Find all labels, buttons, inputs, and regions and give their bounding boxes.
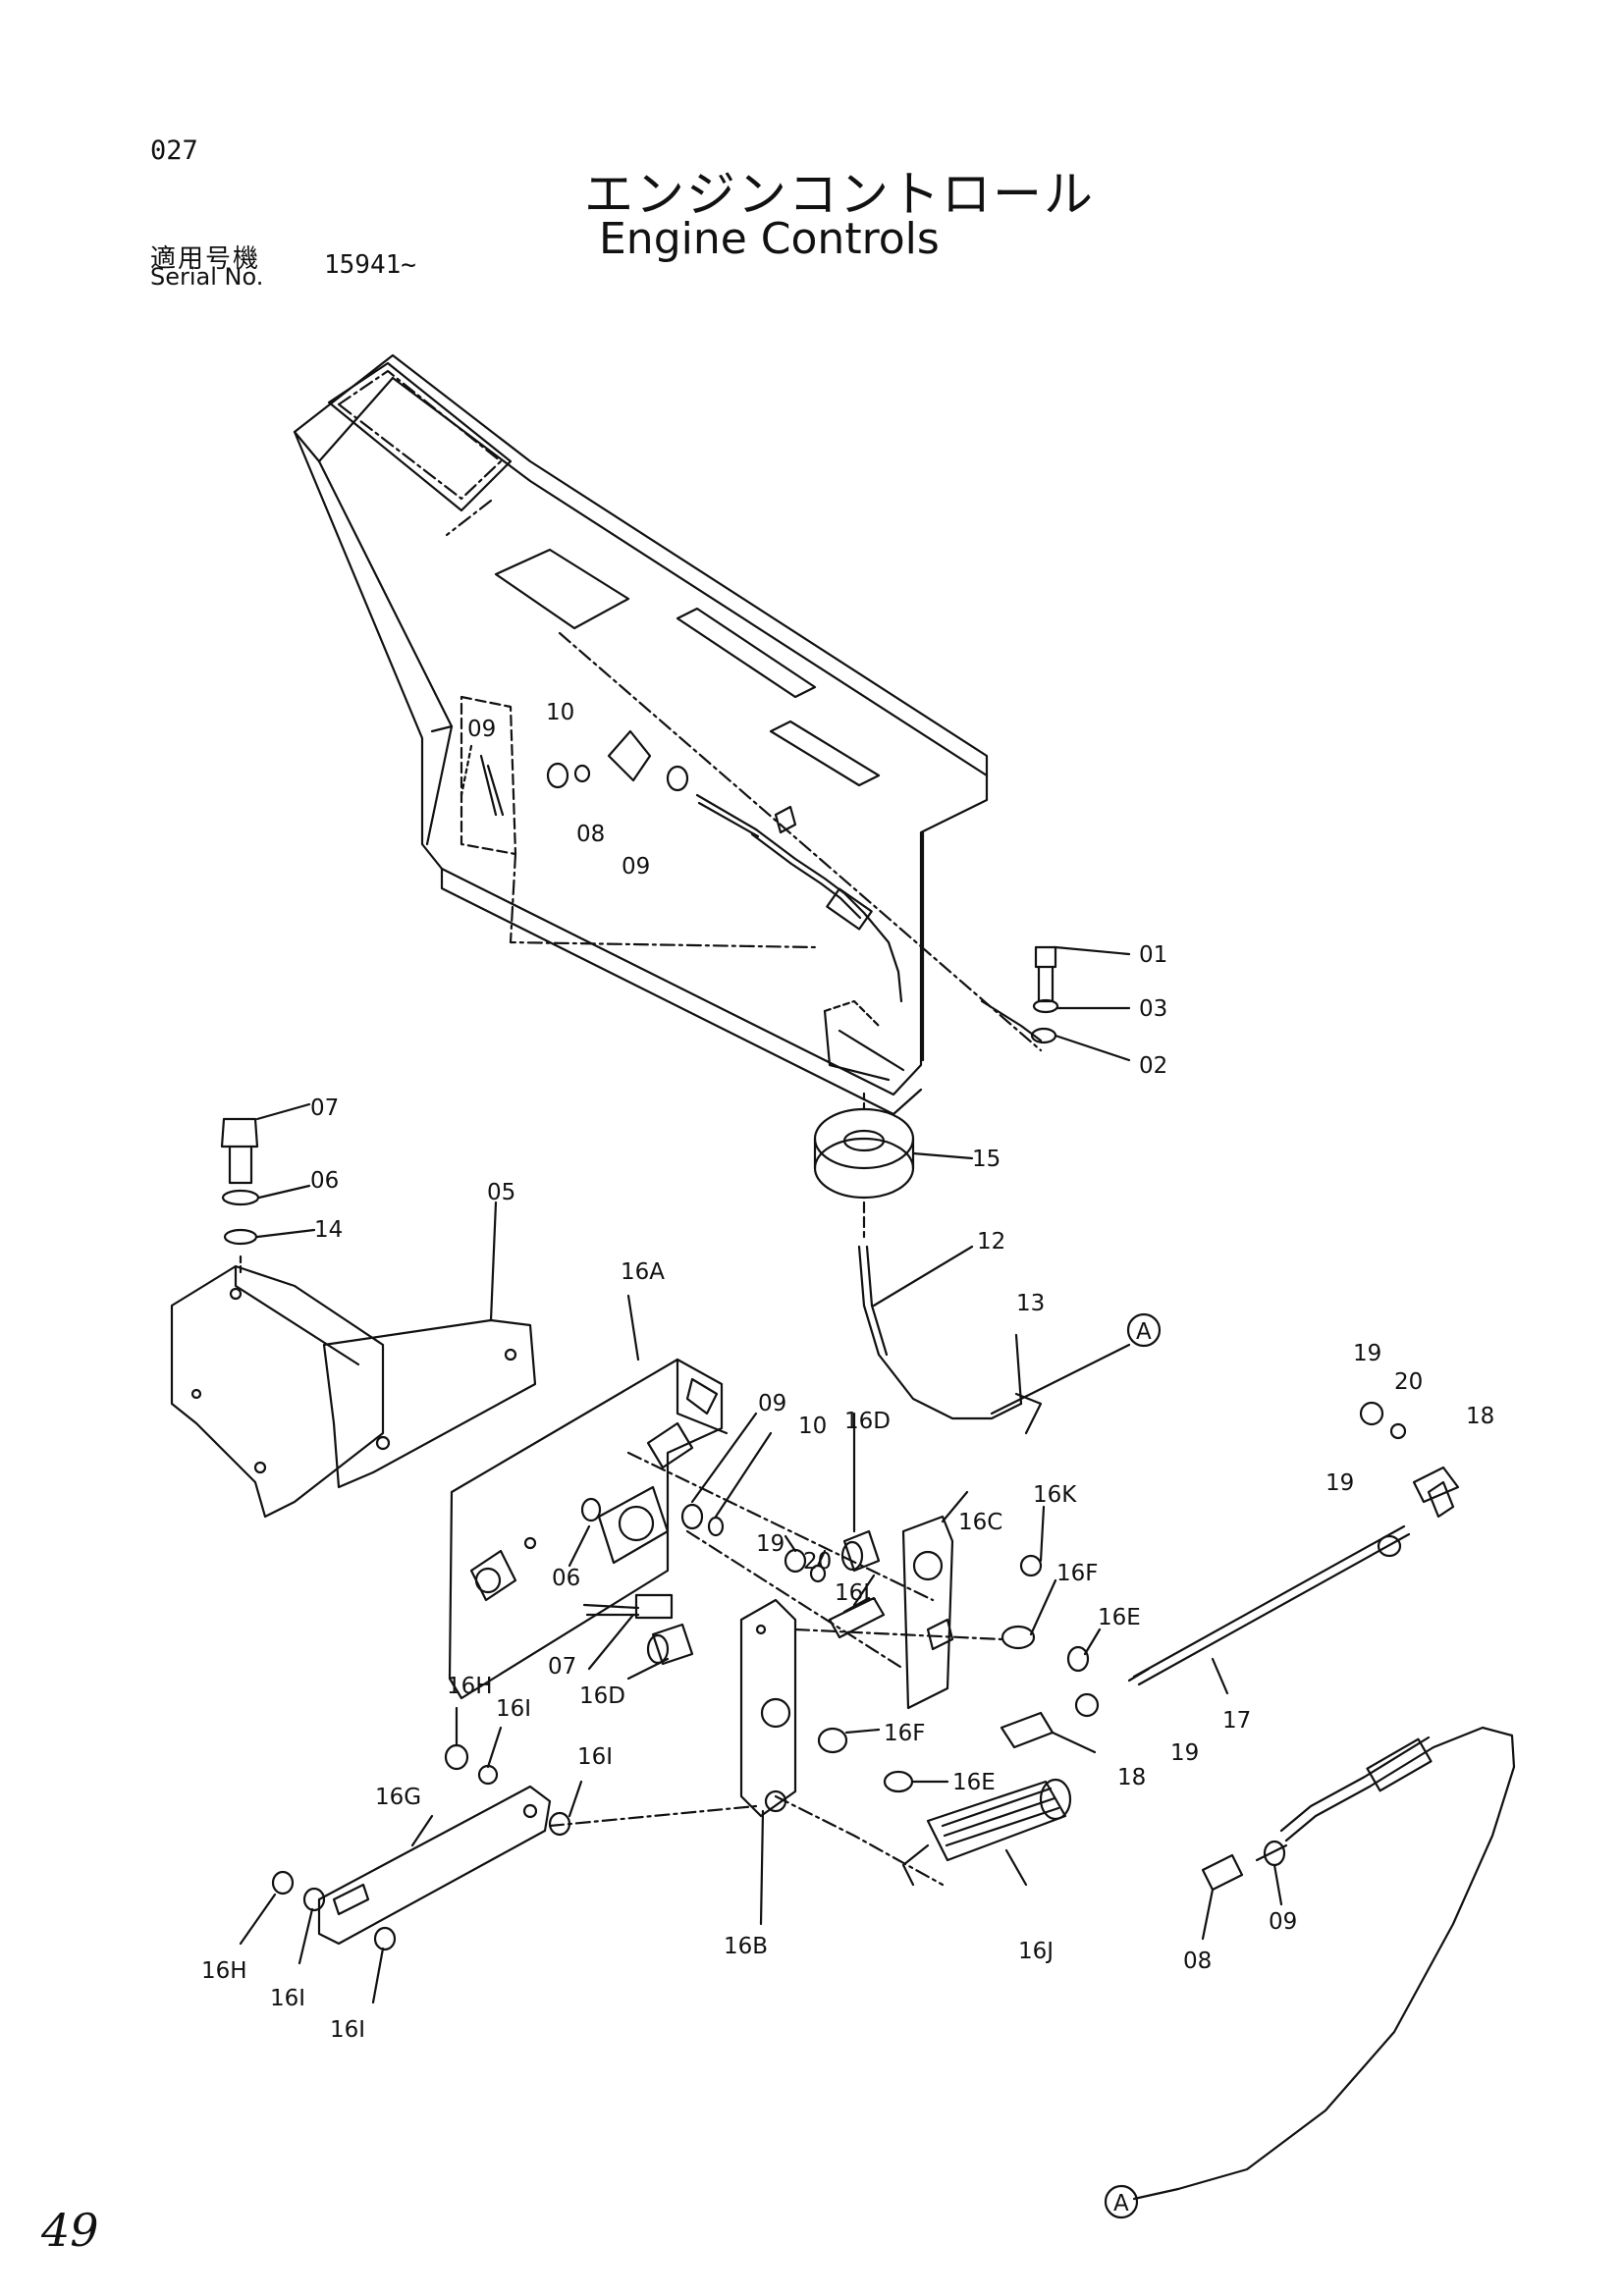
part-label: 02 [1139, 1053, 1167, 1079]
part-label: 16D [579, 1683, 625, 1709]
part-label: 16I [330, 2017, 365, 2043]
part-label: 20 [803, 1549, 832, 1575]
part-label: 07 [310, 1095, 339, 1121]
serial-label-japanese: 適用号機 [150, 244, 261, 274]
part-label: 16K [1033, 1482, 1077, 1508]
control-rod [1000, 1401, 1460, 1754]
page-number: 49 [41, 2204, 99, 2257]
part-label: 03 [1139, 996, 1167, 1022]
part-label: 16L [835, 1580, 876, 1606]
lever-16b [739, 1598, 945, 1926]
part-label: 14 [314, 1217, 343, 1243]
washers-16f-16e [817, 1727, 949, 1793]
spacers-16d [626, 1412, 881, 1681]
part-label: 08 [1183, 1949, 1212, 1974]
part-label: 16A [621, 1259, 665, 1285]
part-label: 16F [1056, 1561, 1099, 1586]
part-label: 15 [972, 1147, 1001, 1172]
callout-a-lower-label: A [1113, 2191, 1129, 2216]
part-label: 10 [546, 700, 574, 725]
part-label: 09 [467, 717, 496, 742]
part-label: 18 [1466, 1404, 1494, 1429]
part-label: 07 [548, 1654, 576, 1680]
part-label: 09 [758, 1391, 786, 1416]
part-label: 16C [958, 1510, 1002, 1535]
part-label: 01 [1139, 942, 1167, 968]
part-label: 19 [1353, 1341, 1381, 1366]
part-label: 17 [1222, 1708, 1251, 1734]
part-label: 09 [1269, 1909, 1297, 1935]
part-label: 19 [1325, 1470, 1354, 1496]
part-label: 16I [270, 1986, 305, 2011]
callout-a-upper-label: A [1136, 1319, 1152, 1345]
page-code: 027 [150, 135, 198, 166]
callout-a-upper [1126, 1312, 1162, 1348]
bracket-16c [793, 1490, 1102, 1710]
control-console-housing [293, 353, 1043, 1116]
callout-a-lower [1104, 2184, 1139, 2219]
left-bolt-group [220, 1102, 316, 1278]
part-label: 16G [375, 1785, 421, 1810]
part-label: 16J [1018, 1939, 1054, 1964]
page-title-japanese: エンジンコントロール [584, 166, 1095, 223]
part-label: 09 [622, 854, 650, 880]
part-label: 18 [1117, 1765, 1146, 1790]
part-label: 16F [884, 1721, 926, 1746]
page-title: Engine Controls [599, 214, 940, 264]
part-label: 05 [487, 1180, 515, 1205]
part-label: 06 [552, 1566, 580, 1591]
upper-right-bolt-group [1030, 945, 1131, 1062]
console-cable-parts [546, 729, 903, 1003]
part-label: 13 [1016, 1291, 1045, 1316]
serial-label: Serial No. [150, 263, 264, 291]
part-label: 16D [844, 1409, 891, 1434]
center-fasteners [784, 1534, 886, 1639]
part-label: 16I [496, 1696, 531, 1722]
part-label: 16H [447, 1674, 493, 1699]
part-label: 19 [1170, 1740, 1199, 1766]
serial-value: 15941~ [324, 250, 416, 280]
link-16g [239, 1706, 758, 2004]
cover-plate [170, 1201, 537, 1519]
return-spring [901, 1778, 1072, 1887]
part-label: 08 [576, 822, 605, 847]
part-label: 16H [201, 1958, 247, 1984]
bracket-assembly [448, 1294, 935, 1700]
throttle-cable-lower [1132, 1726, 1516, 2201]
throttle-cable-upper [857, 1245, 1131, 1435]
part-label: 20 [1394, 1369, 1423, 1395]
bracket-fasteners [568, 1412, 905, 1671]
part-label: 16E [952, 1770, 996, 1795]
part-label: 16E [1098, 1605, 1141, 1630]
part-label: 12 [977, 1229, 1005, 1255]
part-label: 19 [756, 1531, 784, 1557]
part-label: 10 [798, 1414, 827, 1439]
part-label: 16B [724, 1934, 768, 1959]
part-label: 06 [310, 1168, 339, 1194]
grommet [813, 1088, 974, 1239]
part-label: 16I [577, 1744, 613, 1770]
